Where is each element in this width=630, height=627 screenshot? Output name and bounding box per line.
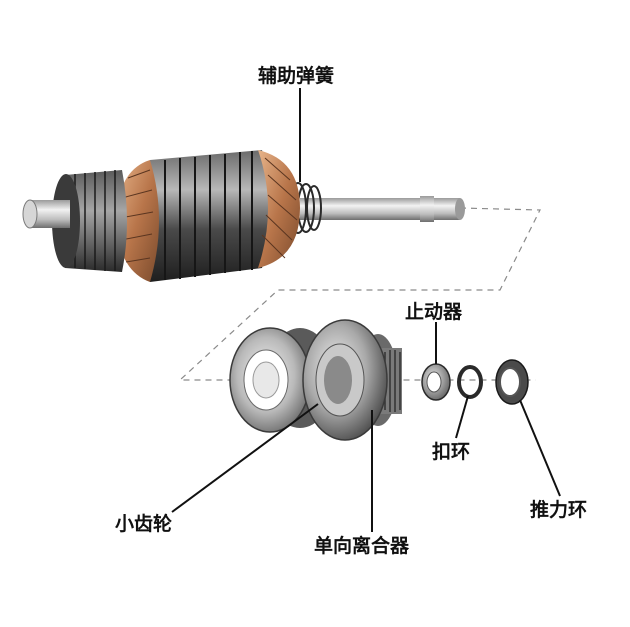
copper-winding-right-lines [261, 157, 298, 259]
snap-ring [457, 365, 483, 399]
stopper [421, 363, 451, 401]
one-way-clutch [302, 319, 402, 441]
leader-thrust-ring [519, 399, 561, 497]
shaft-end-left [22, 199, 38, 229]
armature-shaft [300, 198, 460, 220]
label-aux-spring: 辅助弹簧 [258, 64, 334, 87]
leader-snap-ring [455, 395, 469, 439]
label-snap-ring: 扣环 [432, 440, 470, 463]
core-slots [164, 151, 253, 280]
label-one-way-clutch: 单向离合器 [314, 534, 410, 557]
thrust-ring [495, 359, 529, 405]
shaft-step [420, 196, 434, 222]
leader-lines [171, 88, 561, 532]
label-stopper: 止动器 [405, 301, 463, 323]
shaft-end-right [455, 198, 465, 220]
label-pinion: 小齿轮 [115, 512, 172, 535]
leader-pinion [171, 403, 319, 513]
commutator [65, 170, 127, 272]
armature-assembly [22, 150, 465, 282]
label-thrust-ring: 推力环 [530, 498, 587, 521]
